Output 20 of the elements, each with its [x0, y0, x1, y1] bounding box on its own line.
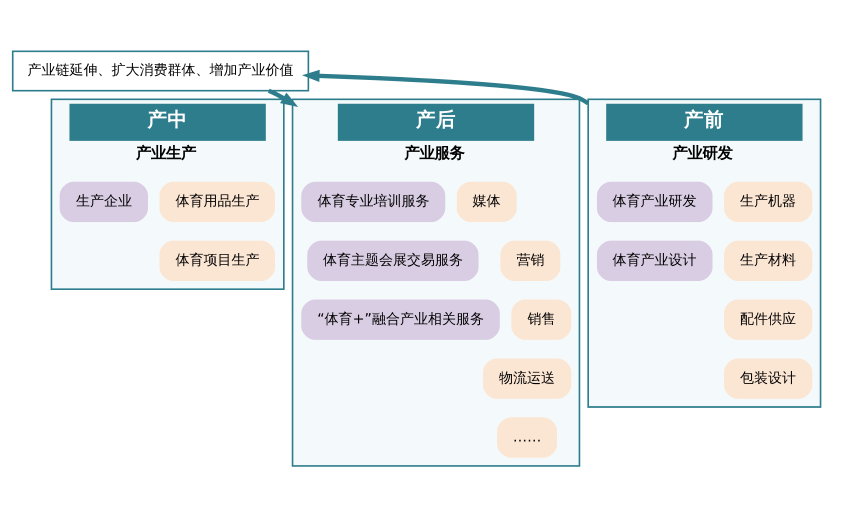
node-box: 体育产业研发 — [596, 181, 713, 222]
node-box: 生产企业 — [60, 181, 148, 222]
node-box: 销售 — [511, 299, 572, 340]
node-box: 包装设计 — [724, 358, 812, 398]
node-box: 体育主题会展交易服务 — [307, 240, 479, 280]
node-box: 生产材料 — [724, 240, 812, 280]
node-box: 体育专业培训服务 — [301, 181, 446, 222]
node-box: 营销 — [500, 240, 560, 280]
node-box: 产业链延伸、扩大消费群体、增加产业价值 — [12, 50, 310, 91]
arrow — [302, 69, 590, 105]
node-box: 体育产业设计 — [596, 240, 713, 280]
node-box: 体育用品生产 — [159, 181, 276, 222]
node-box: 媒体 — [456, 181, 517, 222]
node-box: 配件供应 — [724, 299, 812, 340]
node-box: …… — [497, 416, 558, 458]
node-box: 物流运送 — [482, 358, 572, 398]
node-box: 生产机器 — [724, 181, 812, 222]
arrow — [268, 88, 298, 106]
node-box: “体育+”融合产业相关服务 — [301, 299, 500, 340]
node-box: 体育项目生产 — [159, 240, 276, 280]
